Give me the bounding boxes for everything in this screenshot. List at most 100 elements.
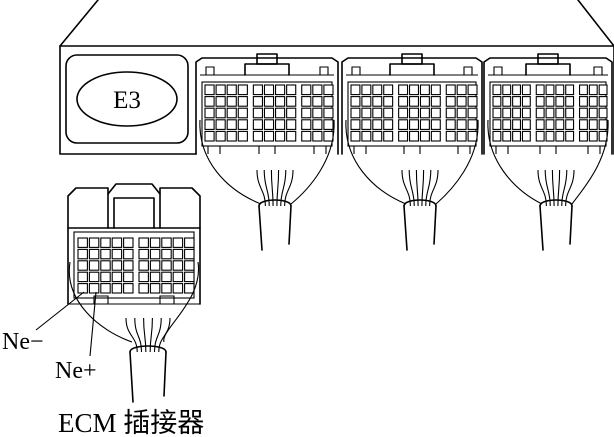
- connector-pin-cell: [88, 271, 100, 283]
- connector-pin-cell: [88, 248, 100, 260]
- connector-pin-cell: [512, 84, 522, 96]
- connector-pin-cell: [274, 84, 286, 96]
- ne-minus-label: Ne−: [2, 329, 44, 355]
- cable-outline-left: [403, 205, 408, 251]
- connector-pin-cell: [184, 271, 195, 283]
- harness-wire: [149, 317, 153, 353]
- harness-loop: [487, 119, 609, 205]
- connector-pin-cell: [372, 84, 383, 96]
- connector-pin-cell: [521, 84, 531, 96]
- connector-pin-cell: [565, 84, 575, 96]
- socket-key: [593, 66, 603, 75]
- connector-pin-cell: [467, 84, 478, 96]
- connector-pin-cell: [323, 96, 334, 107]
- ecm-housing-body: [59, 45, 197, 155]
- connector-pin-cell: [274, 119, 286, 130]
- connector-pin-cell: [535, 119, 545, 130]
- connector-pin-cell: [350, 119, 361, 130]
- ecm-socket: [341, 53, 483, 251]
- connector-pin-cell: [545, 107, 555, 119]
- harness-loop: [345, 119, 479, 205]
- socket-key: [319, 66, 329, 75]
- harness-wire: [263, 169, 270, 207]
- connector-pin-cell: [350, 107, 361, 119]
- connector-pin-cell: [555, 96, 565, 107]
- harness-wire: [158, 317, 171, 353]
- connector-pin-cell: [204, 107, 215, 119]
- connector-pin-cell: [138, 260, 149, 271]
- connector-pin-cell: [419, 84, 430, 96]
- connector-pin-cell: [545, 119, 555, 130]
- connector-pin-cell: [492, 107, 502, 119]
- connector-pin-cell: [408, 107, 420, 119]
- harness-wire: [153, 317, 162, 353]
- connector-pin-cell: [521, 130, 531, 142]
- socket-shell: [341, 57, 483, 155]
- connector-pin-cell: [226, 119, 237, 130]
- cable-outline-left: [258, 205, 263, 251]
- harness-connector: [67, 183, 201, 403]
- connector-pin-cell: [555, 84, 565, 96]
- connector-pin-cell: [149, 283, 161, 294]
- connector-pin-cell: [578, 119, 588, 130]
- connector-pin-cell: [286, 119, 297, 130]
- connector-pin-cell: [535, 96, 545, 107]
- connector-pin-cell: [138, 237, 149, 248]
- cable-outline-right: [569, 205, 573, 245]
- harness-wire: [408, 169, 415, 207]
- connector-pin-cell: [301, 107, 312, 119]
- connector-pin-cell: [100, 271, 111, 283]
- connector-pin-cell: [398, 119, 409, 130]
- connector-pin-cell: [263, 96, 275, 107]
- connector-latch: [107, 183, 161, 229]
- cable-end-cap: [129, 345, 167, 353]
- connector-pin-cell: [467, 119, 478, 130]
- connector-pin-cell: [252, 130, 264, 142]
- connector-pin-cell: [77, 248, 88, 260]
- connector-pin-cell: [172, 260, 184, 271]
- connector-pin-cell: [383, 130, 394, 142]
- harness-wire: [256, 169, 266, 207]
- socket-latch-tab: [537, 53, 559, 65]
- cable-outline-left: [129, 351, 134, 403]
- connector-pin-cell: [588, 96, 598, 107]
- connector-pin-cell: [215, 107, 226, 119]
- connector-pin-cell: [350, 96, 361, 107]
- connector-pin-cell: [252, 119, 264, 130]
- connector-pin-cell: [172, 283, 184, 294]
- connector-pin-cell: [123, 237, 134, 248]
- connector-pin-cell: [252, 96, 264, 107]
- connector-pin-cell: [565, 130, 575, 142]
- harness-loop: [68, 261, 200, 343]
- cable-outline-right: [433, 205, 437, 245]
- harness-wire: [429, 169, 439, 207]
- connector-pin-cell: [545, 130, 555, 142]
- connector-pin-cell: [123, 271, 134, 283]
- connector-pin-cell: [502, 84, 512, 96]
- connector-pin-cell: [204, 84, 215, 96]
- connector-pin-cell: [77, 283, 88, 294]
- connector-pin-cell: [77, 271, 88, 283]
- connector-pin-cell: [408, 130, 420, 142]
- socket-shell: [483, 57, 613, 155]
- harness-wire: [280, 169, 287, 207]
- socket-latch: [244, 63, 290, 76]
- connector-pin-cell: [398, 107, 409, 119]
- connector-pin-cell: [535, 130, 545, 142]
- connector-pin-cell: [100, 283, 111, 294]
- socket-key: [463, 66, 473, 75]
- connector-pin-cell: [361, 84, 372, 96]
- connector-pin-cell: [419, 96, 430, 107]
- ecm-label-text: E3: [113, 87, 141, 114]
- connector-pin-cell: [578, 107, 588, 119]
- connector-pin-cell: [430, 119, 441, 130]
- connector-pin-cell: [161, 271, 172, 283]
- connector-pin-cell: [565, 107, 575, 119]
- connector-pin-cell: [383, 107, 394, 119]
- connector-pin-cell: [274, 96, 286, 107]
- connector-pin-cell: [578, 84, 588, 96]
- connector-pin-cell: [456, 130, 467, 142]
- connector-pin-cell: [555, 119, 565, 130]
- cable-outline-left: [539, 205, 544, 251]
- ne-plus-leader: [89, 291, 97, 357]
